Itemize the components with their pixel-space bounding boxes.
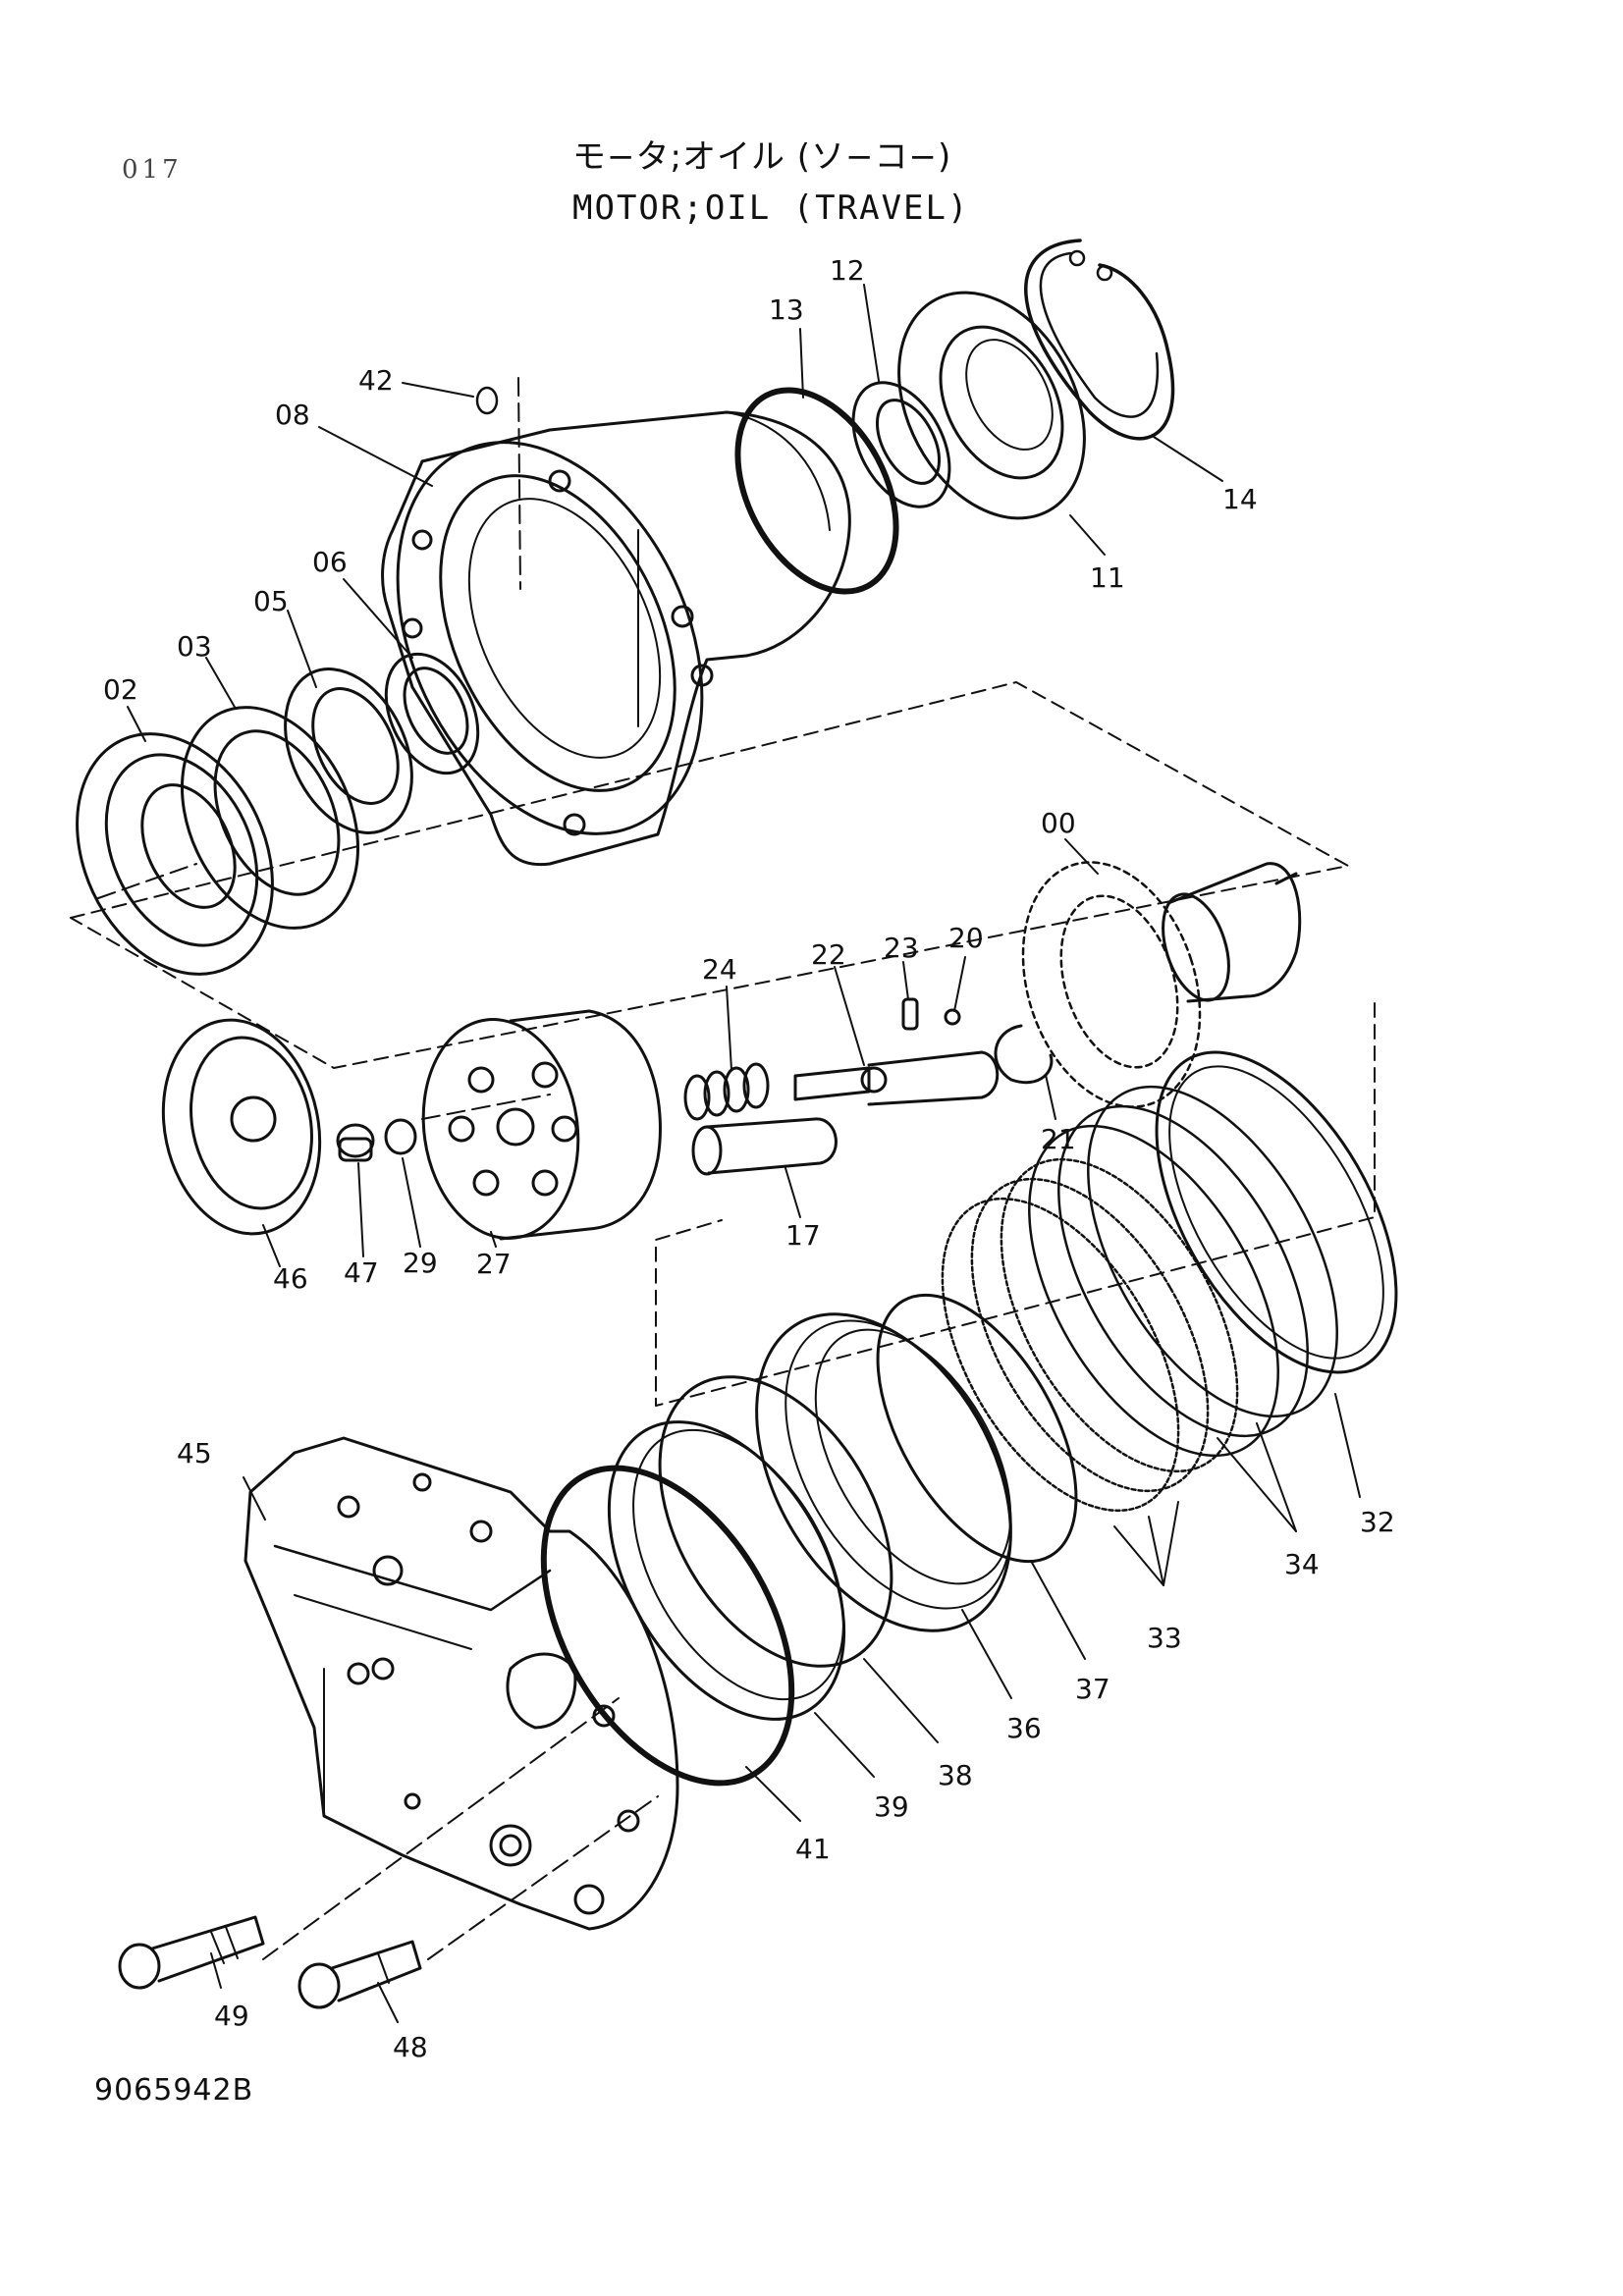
bearing-02-inner [140, 783, 237, 909]
piston-17 [691, 1117, 838, 1176]
bearing-02-outer [76, 732, 274, 976]
snap-ring-21 [994, 1024, 1054, 1085]
ball-20 [944, 1008, 961, 1026]
pin-47 [336, 1123, 375, 1162]
callout-24: 24 [702, 953, 737, 986]
ring-29 [384, 1118, 417, 1155]
snap-ring-14 [1024, 239, 1175, 441]
callout-06: 06 [312, 546, 348, 578]
ring-38 [658, 1375, 893, 1668]
floating-seal-03-outer [181, 706, 359, 930]
callout-23: 23 [884, 932, 919, 964]
spool-22 [793, 1050, 1000, 1106]
o-ring-41 [540, 1465, 795, 1787]
title-english: MOTOR;OIL (TRAVEL) [572, 188, 970, 228]
callout-27: 27 [476, 1248, 512, 1280]
piston-36 [755, 1312, 1012, 1632]
callout-21: 21 [1041, 1123, 1076, 1155]
assembly-group-box-lower [655, 1002, 1376, 1407]
drawing-number: 9065942B [94, 2073, 254, 2108]
callout-32: 32 [1360, 1506, 1395, 1538]
bearing-12-inner [875, 399, 942, 485]
leader-lines [127, 284, 1361, 2023]
o-ring-13 [734, 387, 899, 595]
assembly-group-box-upper [70, 681, 1349, 1069]
nut-06-inner [403, 667, 469, 755]
callout-42: 42 [358, 364, 394, 397]
callout-49: 49 [214, 2000, 249, 2032]
callout-14: 14 [1222, 483, 1258, 515]
snap-ring-14-eye-a [1068, 249, 1086, 267]
carrier-assembly-00 [1021, 861, 1202, 1108]
callout-39: 39 [874, 1790, 909, 1823]
callout-34: 34 [1284, 1548, 1320, 1580]
callout-47: 47 [344, 1256, 379, 1289]
spring-24 [683, 1062, 770, 1121]
cover-11-outer [897, 291, 1086, 520]
snap-ring-14-inner [1039, 251, 1160, 418]
callout-00: 00 [1041, 807, 1076, 839]
callout-45: 45 [177, 1437, 212, 1469]
cover-11-inner [939, 325, 1064, 480]
callout-labels: 42 08 13 12 14 11 06 05 03 02 00 24 22 2… [103, 254, 1395, 2063]
bearing-05-inner [311, 687, 400, 805]
bolt-49 [118, 1915, 265, 1990]
bearing-12-outer [851, 381, 951, 508]
carrier-shaft-00 [1162, 862, 1302, 1003]
cover-11-lip [965, 339, 1054, 451]
nut-06-outer [384, 652, 480, 775]
callout-20: 20 [948, 922, 984, 954]
callout-37: 37 [1075, 1673, 1110, 1705]
callout-41: 41 [795, 1833, 831, 1865]
callout-08: 08 [275, 399, 310, 431]
bearing-05-outer [284, 667, 413, 834]
page-number: 017 [122, 155, 183, 185]
callout-11: 11 [1090, 561, 1125, 594]
callout-03: 03 [177, 630, 212, 663]
floating-seal-03-inner [213, 729, 341, 896]
callout-48: 48 [393, 2031, 428, 2063]
friction-plates-33 [941, 1157, 1239, 1513]
bolt-48 [298, 1940, 422, 2009]
callout-46: 46 [273, 1262, 308, 1295]
callout-02: 02 [103, 673, 138, 706]
ring-37 [876, 1293, 1078, 1564]
valve-cover-45 [243, 1436, 679, 1931]
friction-plates-34 [1028, 1085, 1338, 1458]
callout-38: 38 [938, 1759, 973, 1791]
callout-05: 05 [253, 585, 289, 617]
cylinder-block-27 [421, 1009, 662, 1241]
callout-36: 36 [1006, 1712, 1042, 1744]
callout-12: 12 [830, 254, 865, 287]
bearing-02-mid [104, 753, 259, 947]
callout-17: 17 [785, 1219, 821, 1252]
callout-13: 13 [769, 294, 804, 326]
snap-ring-14-eye-b [1096, 264, 1113, 282]
swash-plate-46 [161, 1018, 322, 1236]
housing-08 [381, 410, 851, 867]
callout-33: 33 [1147, 1622, 1182, 1654]
callout-29: 29 [403, 1247, 438, 1279]
pin-23 [901, 997, 919, 1031]
title-japanese: モ−タ;オイル (ソ−コ−) [572, 137, 952, 177]
callout-22: 22 [811, 938, 846, 971]
o-ring-42 [475, 386, 499, 415]
